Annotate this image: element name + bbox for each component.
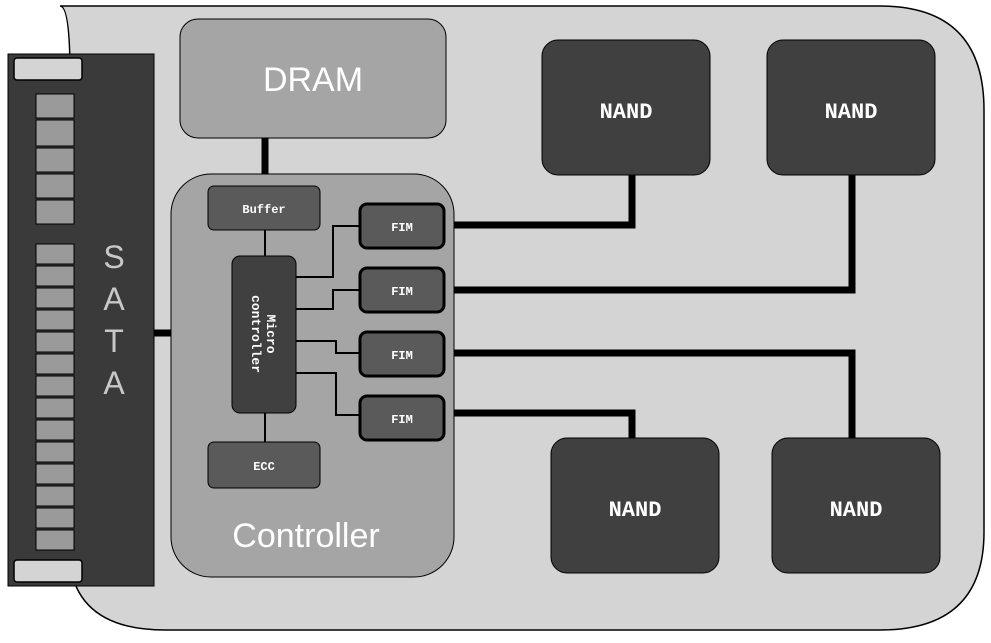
- fim-unit-1: FIM: [358, 202, 446, 250]
- sata-pins-lower: [35, 243, 75, 551]
- wire-fim2-nand2: [442, 175, 856, 294]
- wire-fim1-nand1: [442, 175, 636, 229]
- wire-micro-fim4: [296, 372, 362, 416]
- wire-fim4-nand3: [442, 409, 636, 438]
- wire-fim3-nand4: [442, 349, 856, 438]
- fim-unit-3: FIM: [358, 330, 446, 378]
- ecc-block: ECC: [207, 441, 321, 489]
- fim-unit-2: FIM: [358, 266, 446, 314]
- thick-wires: [154, 138, 856, 438]
- fim-unit-4: FIM: [358, 394, 446, 442]
- nand-chip-1: NAND: [541, 39, 711, 176]
- nand-chip-4: NAND: [771, 437, 941, 574]
- dram-block: DRAM: [179, 18, 447, 139]
- nand-chip-3: NAND: [550, 437, 720, 574]
- nand-chip-2: NAND: [766, 39, 936, 176]
- sata-pins-upper: [35, 93, 75, 225]
- wire-micro-fim1: [296, 225, 362, 278]
- sata-connector: S A T A: [7, 53, 155, 587]
- thin-wires: [264, 225, 362, 442]
- microcontroller-block: Micro controller: [231, 255, 297, 414]
- buffer-block: Buffer: [207, 185, 321, 231]
- wire-micro-fim3: [296, 340, 362, 354]
- wire-micro-fim2: [296, 289, 362, 310]
